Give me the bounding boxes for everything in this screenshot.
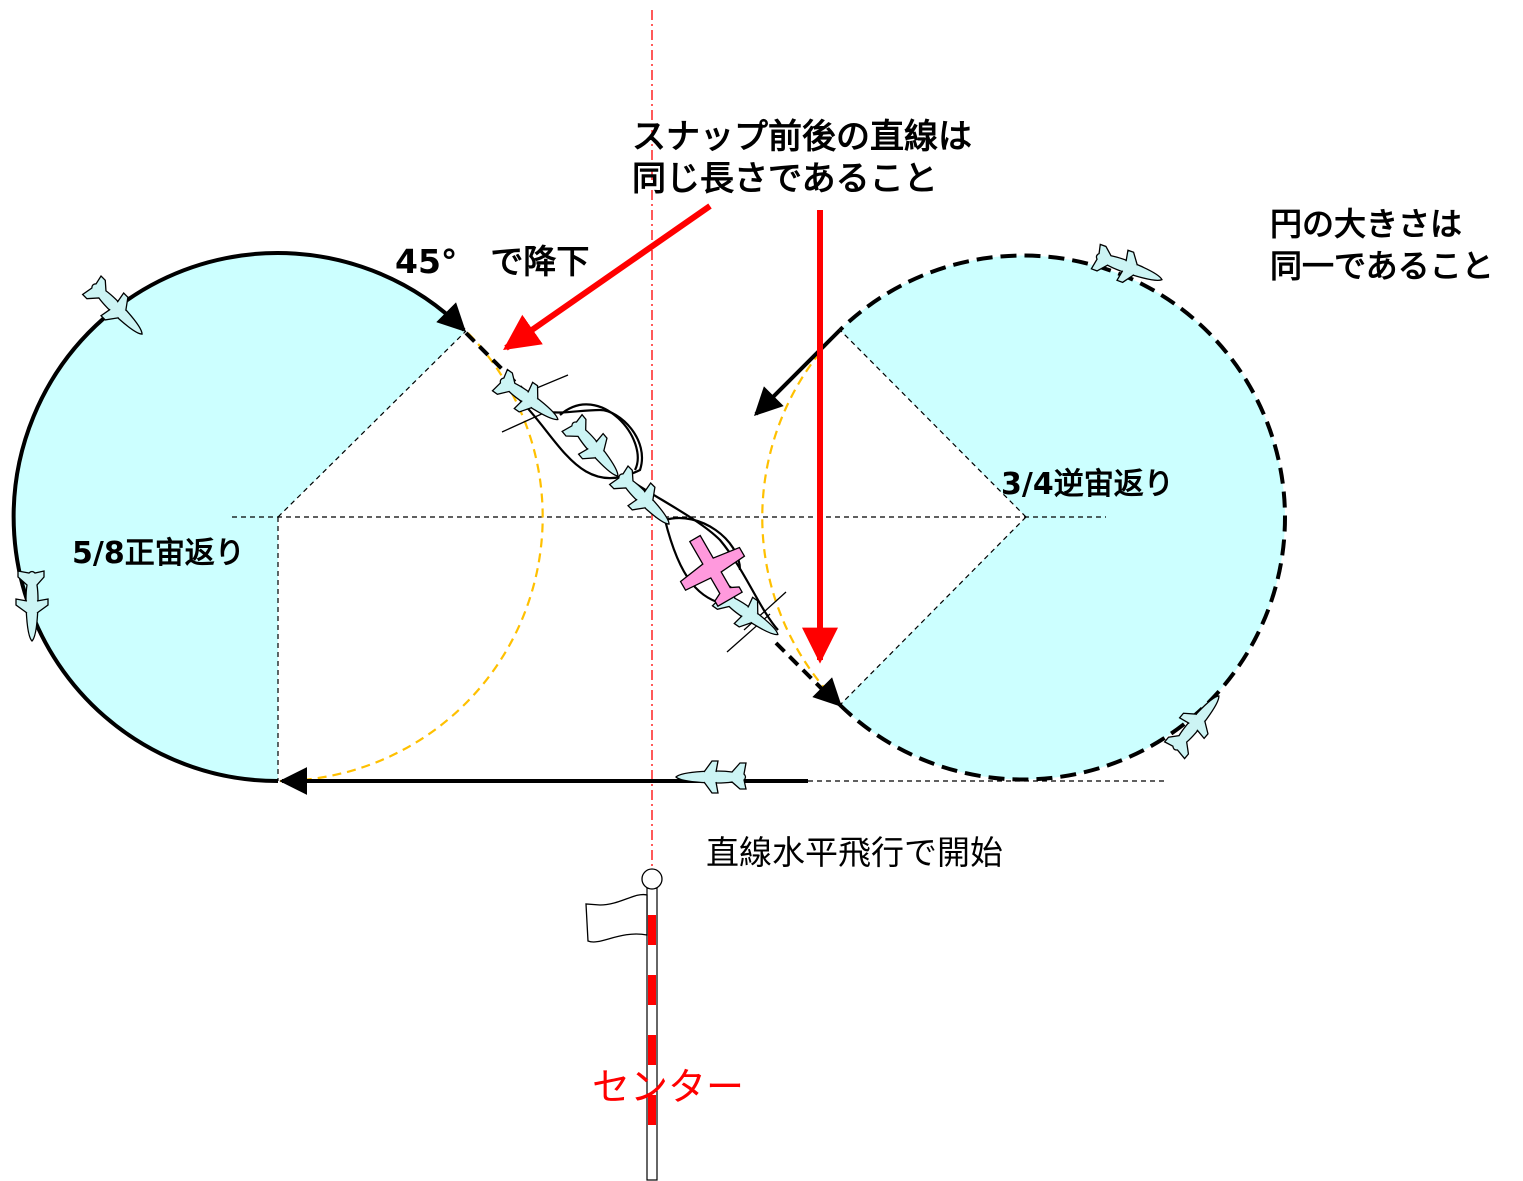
right-exit-arrow [754,328,842,416]
right-loop-path [838,253,1287,782]
snap-note-line1: スナップ前後の直線は [632,117,972,157]
snap-note-line2: 同じ長さであること [632,159,938,199]
circle-note-line2: 同一であること [1270,247,1494,285]
right-guide-circle [761,329,841,706]
descend-label: 45° で降下 [395,242,589,281]
plane-icon [675,760,747,794]
snap-roll-envelope [519,399,779,631]
right-loop-label: 3/4逆宙返り [1001,467,1174,502]
snap-note-arrow-1 [503,203,712,351]
left-loop-path [11,251,466,783]
center-label: センター [592,1065,744,1109]
construction-lines [232,329,1168,782]
left-loop-label: 5/8正宙返り [72,536,245,571]
snap-plane-icon [679,534,746,608]
plane-icon [607,462,682,537]
left-loop-fill [14,253,467,782]
circle-note-line1: 円の大きさは [1270,205,1462,243]
flag-icon [585,893,648,943]
pole-icon [641,868,663,1181]
plane-icon [490,365,568,434]
start-label: 直線水平飛行で開始 [706,833,1003,872]
